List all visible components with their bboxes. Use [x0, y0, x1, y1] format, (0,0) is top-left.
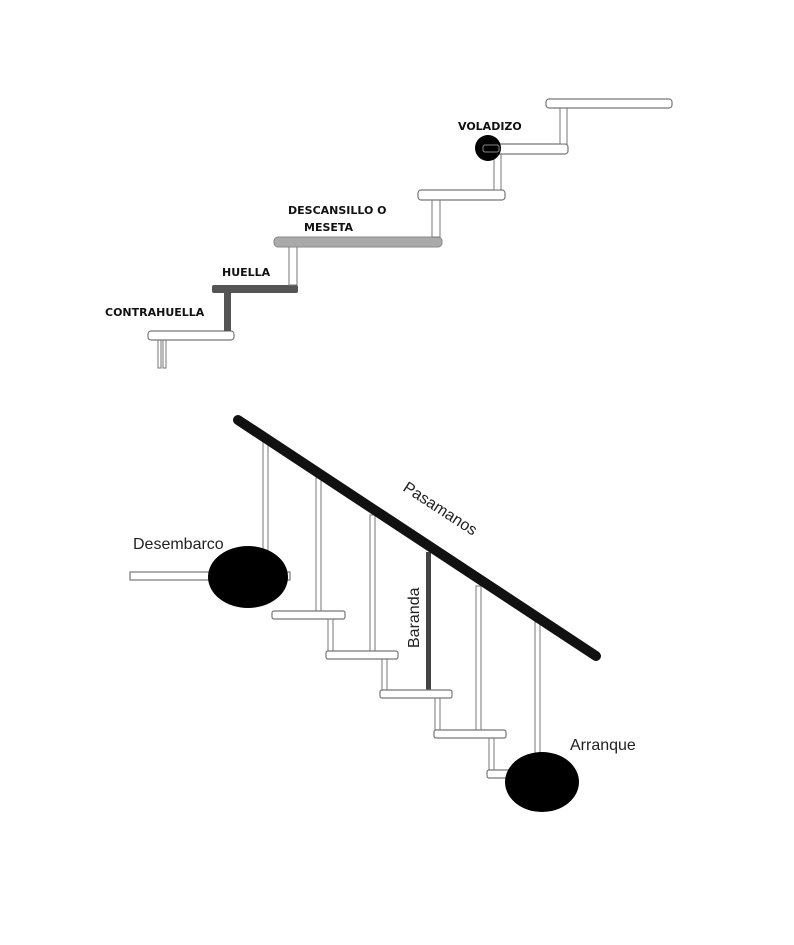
riser	[288, 245, 298, 286]
contrahuella-riser	[224, 292, 231, 331]
bottom-leg	[162, 339, 167, 369]
tread	[417, 189, 506, 201]
desembarco-marker	[208, 546, 288, 608]
label-contrahuella: CONTRAHUELLA	[105, 306, 205, 319]
tread	[325, 650, 399, 660]
bottom-staircase: Desembarco Pasamanos Baranda Arranque	[129, 415, 636, 812]
meseta-landing	[273, 236, 443, 248]
riser	[488, 737, 495, 771]
riser	[381, 658, 388, 691]
baluster	[475, 585, 482, 731]
label-arranque: Arranque	[570, 737, 636, 754]
baluster	[534, 621, 541, 773]
top-staircase: VOLADIZO DESCANSILLO O MESETA HUELLA CON…	[105, 98, 673, 369]
riser	[327, 618, 334, 652]
label-meseta: MESETA	[304, 221, 354, 234]
riser	[434, 697, 441, 731]
label-descansillo: DESCANSILLO O	[288, 204, 387, 217]
bottom-tread	[147, 330, 235, 341]
bottom-leg	[157, 339, 162, 369]
label-desembarco: Desembarco	[133, 536, 224, 553]
pasamanos-handrail	[233, 415, 601, 661]
tread	[271, 610, 346, 620]
label-huella: HUELLA	[222, 266, 271, 279]
riser	[559, 106, 568, 145]
baluster	[369, 514, 376, 652]
label-voladizo: VOLADIZO	[458, 120, 522, 133]
label-baranda: Baranda	[406, 587, 423, 648]
riser	[431, 198, 441, 238]
tread	[433, 729, 507, 739]
huella-tread	[212, 285, 298, 293]
baranda-baluster	[426, 552, 431, 690]
voladizo-marker	[475, 135, 501, 161]
top-tread	[545, 98, 673, 109]
arranque-marker	[505, 752, 579, 812]
baluster	[315, 477, 322, 612]
voladizo-nosing	[482, 144, 500, 153]
tread	[379, 689, 453, 699]
